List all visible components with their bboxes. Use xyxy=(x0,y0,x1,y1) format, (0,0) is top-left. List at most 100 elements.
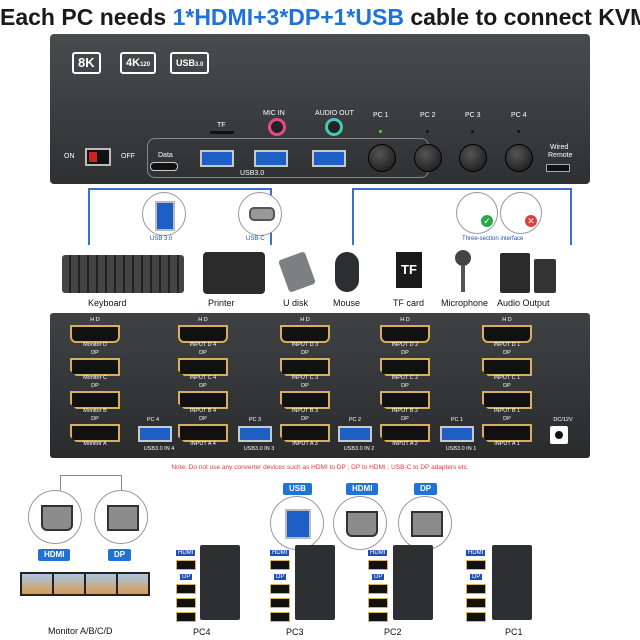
peripheral-printer: Printer xyxy=(208,298,235,308)
pc4-button[interactable] xyxy=(505,144,533,172)
pc1-label: PC1 xyxy=(505,627,523,637)
pc1-hdmi-port xyxy=(466,560,486,570)
usb-port-mouse[interactable] xyxy=(254,150,288,167)
input-a3-port[interactable] xyxy=(280,424,330,442)
usb-right-pill: USB xyxy=(283,483,312,495)
input-c3-port[interactable] xyxy=(280,358,330,376)
input-d4-port[interactable] xyxy=(178,325,228,343)
monitor-dp-label-2: DP xyxy=(91,383,99,389)
usbc-data-port[interactable] xyxy=(150,162,178,171)
speaker-right-icon xyxy=(534,259,556,293)
input-b2-port[interactable] xyxy=(380,391,430,409)
peripheral-wire-right xyxy=(352,188,572,245)
dc-power-port[interactable] xyxy=(550,426,568,444)
input-c4-label: INPUT C 4 xyxy=(189,375,217,381)
cross-icon: ✕ xyxy=(525,215,537,227)
pc3-dp-port-3 xyxy=(270,612,290,622)
input-a4-label: INPUT A 4 xyxy=(190,441,216,447)
power-switch[interactable] xyxy=(85,148,111,166)
pc4-label: PC4 xyxy=(193,627,211,637)
usb3-in1-port[interactable] xyxy=(440,426,474,442)
input-b2-label: INPUT B 2 xyxy=(391,408,419,414)
page-title: Each PC needs 1*HDMI+3*DP+1*USB cable to… xyxy=(0,4,640,31)
monitor-d-icon xyxy=(116,572,150,596)
input-d4-label: INPUT D 4 xyxy=(189,342,217,348)
pc3-dp-port-1 xyxy=(270,584,290,594)
pc2-dp-port-3 xyxy=(368,612,388,622)
switch-on-label: ON xyxy=(64,153,75,160)
usb-port-3[interactable] xyxy=(312,150,346,167)
pc3-group-label: PC 3 xyxy=(248,417,262,423)
hdmi-plug-right-icon xyxy=(346,511,378,537)
pc3-button[interactable] xyxy=(459,144,487,172)
mic-in-label: MIC IN xyxy=(263,110,285,117)
monitor-a-label: Monitor A xyxy=(83,441,107,447)
input-c1-label: INPUT C 1 xyxy=(493,375,521,381)
monitor-c-label: Monitor C xyxy=(83,375,107,381)
usb3-in2-port[interactable] xyxy=(338,426,372,442)
wired-remote-label-1: Wired xyxy=(550,144,569,151)
pc3-led xyxy=(471,130,474,133)
pc2-dp-port-2 xyxy=(368,598,388,608)
pc2-button[interactable] xyxy=(414,144,442,172)
input-b3-port[interactable] xyxy=(280,391,330,409)
input-a1-port[interactable] xyxy=(482,424,532,442)
pc1-dp-port-3 xyxy=(466,612,486,622)
mouse-icon xyxy=(335,252,359,292)
monitor-c-dp-port[interactable] xyxy=(70,358,120,376)
pc3-hdmi-tag: HDMI xyxy=(270,550,290,556)
input-d1-port[interactable] xyxy=(482,325,532,343)
pc3-dp-port-2 xyxy=(270,598,290,608)
usb3-in4-port[interactable] xyxy=(138,426,172,442)
pc1-button[interactable] xyxy=(368,144,396,172)
pc4-tower-icon xyxy=(200,545,240,620)
input-c2-port[interactable] xyxy=(380,358,430,376)
input-c1-port[interactable] xyxy=(482,358,532,376)
badge-4k-text: 4K xyxy=(126,57,141,69)
wired-remote-label-2: Remote xyxy=(548,152,573,159)
input-d2-port[interactable] xyxy=(380,325,430,343)
pc4-hdmi-port xyxy=(176,560,196,570)
pc4-dp-port-2 xyxy=(176,598,196,608)
monitor-cable-line xyxy=(60,475,122,496)
input-a2-port[interactable] xyxy=(380,424,430,442)
pc3-dp-tag: DP xyxy=(274,574,287,580)
monitor-d-hdmi-port[interactable] xyxy=(70,325,120,343)
hdmi-connector-left-circle xyxy=(28,490,82,544)
mic-jack[interactable] xyxy=(268,118,286,136)
pc4-dp-label-1: DP xyxy=(199,350,207,356)
pc1-dp-label-2: DP xyxy=(503,383,511,389)
pc1-dp-port-2 xyxy=(466,598,486,608)
input-c4-port[interactable] xyxy=(178,358,228,376)
input-a4-port[interactable] xyxy=(178,424,228,442)
usb-port-keyboard[interactable] xyxy=(200,150,234,167)
input-b4-port[interactable] xyxy=(178,391,228,409)
pc2-hdmi-port xyxy=(368,560,388,570)
monitor-a-dp-port[interactable] xyxy=(70,424,120,442)
input-d3-port[interactable] xyxy=(280,325,330,343)
pc1-label: PC 1 xyxy=(373,112,389,119)
tf-slot[interactable] xyxy=(210,131,234,134)
monitor-d-label: Monitor D xyxy=(83,342,107,348)
audio-plug-cross-circle: ✕ xyxy=(500,192,542,234)
monitor-b-dp-port[interactable] xyxy=(70,391,120,409)
monitor-a-icon xyxy=(20,572,54,596)
pc4-dp-label-3: DP xyxy=(199,416,207,422)
usb30-connector-circle xyxy=(142,192,186,236)
input-b3-label: INPUT B 3 xyxy=(291,408,319,414)
hdmi-plug-icon xyxy=(41,505,73,531)
monitor-dp-label-3: DP xyxy=(91,416,99,422)
pc1-dp-label-3: DP xyxy=(503,416,511,422)
microphone-stand xyxy=(461,266,465,292)
audio-out-jack[interactable] xyxy=(325,118,343,136)
dp-right-pill: DP xyxy=(414,483,438,495)
tf-card-icon: TF xyxy=(396,252,422,288)
badge-4k: 4K120 xyxy=(120,52,157,74)
wired-remote-port[interactable] xyxy=(546,164,570,172)
usb3-in3-port[interactable] xyxy=(238,426,272,442)
usbc-cable-label: USB-C xyxy=(246,236,265,242)
usb30-label: USB3.0 xyxy=(240,170,265,177)
dp-left-pill: DP xyxy=(108,549,132,561)
pc2-dp-label-1: DP xyxy=(401,350,409,356)
input-b1-port[interactable] xyxy=(482,391,532,409)
